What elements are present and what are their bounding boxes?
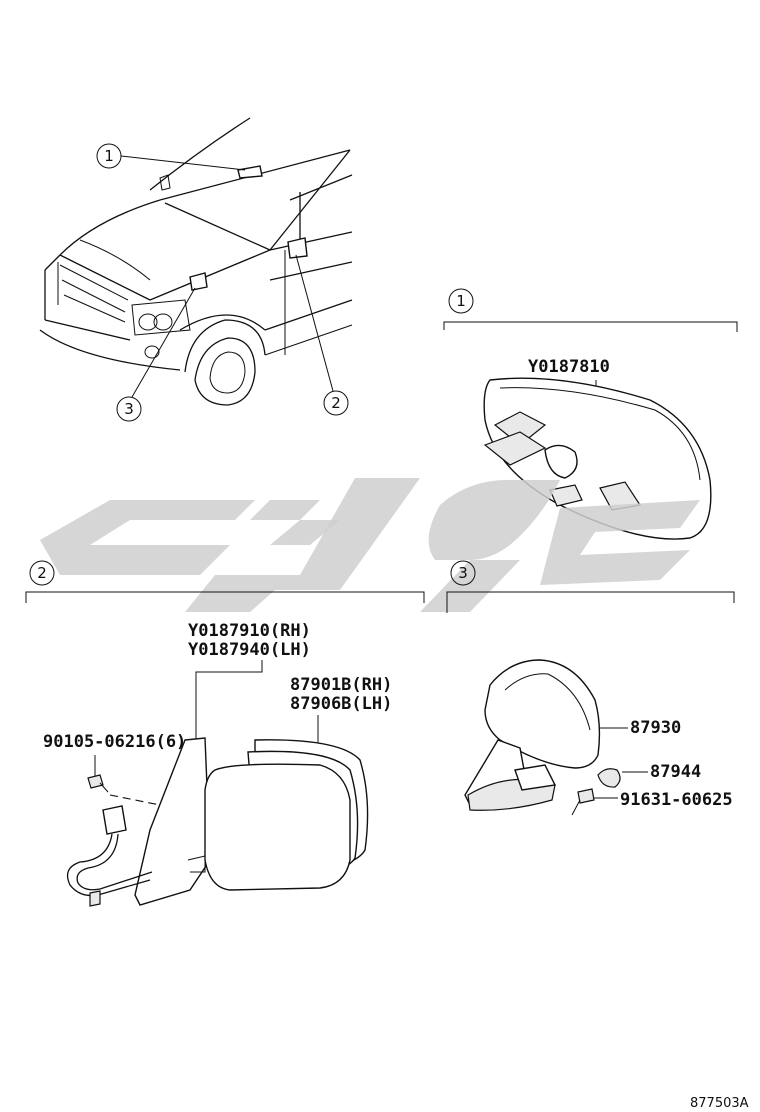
section-2-label: 2 <box>37 564 47 582</box>
outer-mirror-drawing <box>66 737 369 907</box>
fender-mirror-part-number: 87930 <box>630 718 681 738</box>
callout-1-car: 1 <box>96 143 246 171</box>
section-1-label: 1 <box>456 292 466 310</box>
outer-mirror-lh-part-number: Y0187940(LH) <box>188 640 311 660</box>
callout-3-car-label: 3 <box>124 400 134 418</box>
callout-2-car: 2 <box>295 254 349 416</box>
inner-mirror-part-number: Y0187810 <box>528 357 610 377</box>
mirror-glass-rh-part-number: 87901B(RH) <box>290 675 392 695</box>
drawing-code: 877503A <box>690 1096 749 1111</box>
bolt-part-number: 91631-60625 <box>620 790 733 810</box>
inner-mirror-drawing <box>483 377 712 540</box>
vehicle-illustration <box>39 117 353 406</box>
callout-2-car-label: 2 <box>331 394 341 412</box>
callout-1-car-label: 1 <box>104 147 114 165</box>
outer-mirror-rh-part-number: Y0187910(RH) <box>188 621 311 641</box>
screw-part-number: 90105-06216(6) <box>43 732 186 752</box>
cap-part-number: 87944 <box>650 762 701 782</box>
callout-3-car: 3 <box>116 287 196 422</box>
mirror-glass-lh-part-number: 87906B(LH) <box>290 694 392 714</box>
section-3: 3 87930 87944 91631-60625 <box>446 560 735 816</box>
fender-mirror-drawing <box>464 659 621 816</box>
watermark-logo <box>40 478 700 612</box>
section-2: 2 Y0187910(RH) Y0187940(LH) 87901B(RH) 8… <box>25 560 425 907</box>
section-3-label: 3 <box>458 564 468 582</box>
section-1: 1 Y0187810 <box>443 288 738 540</box>
